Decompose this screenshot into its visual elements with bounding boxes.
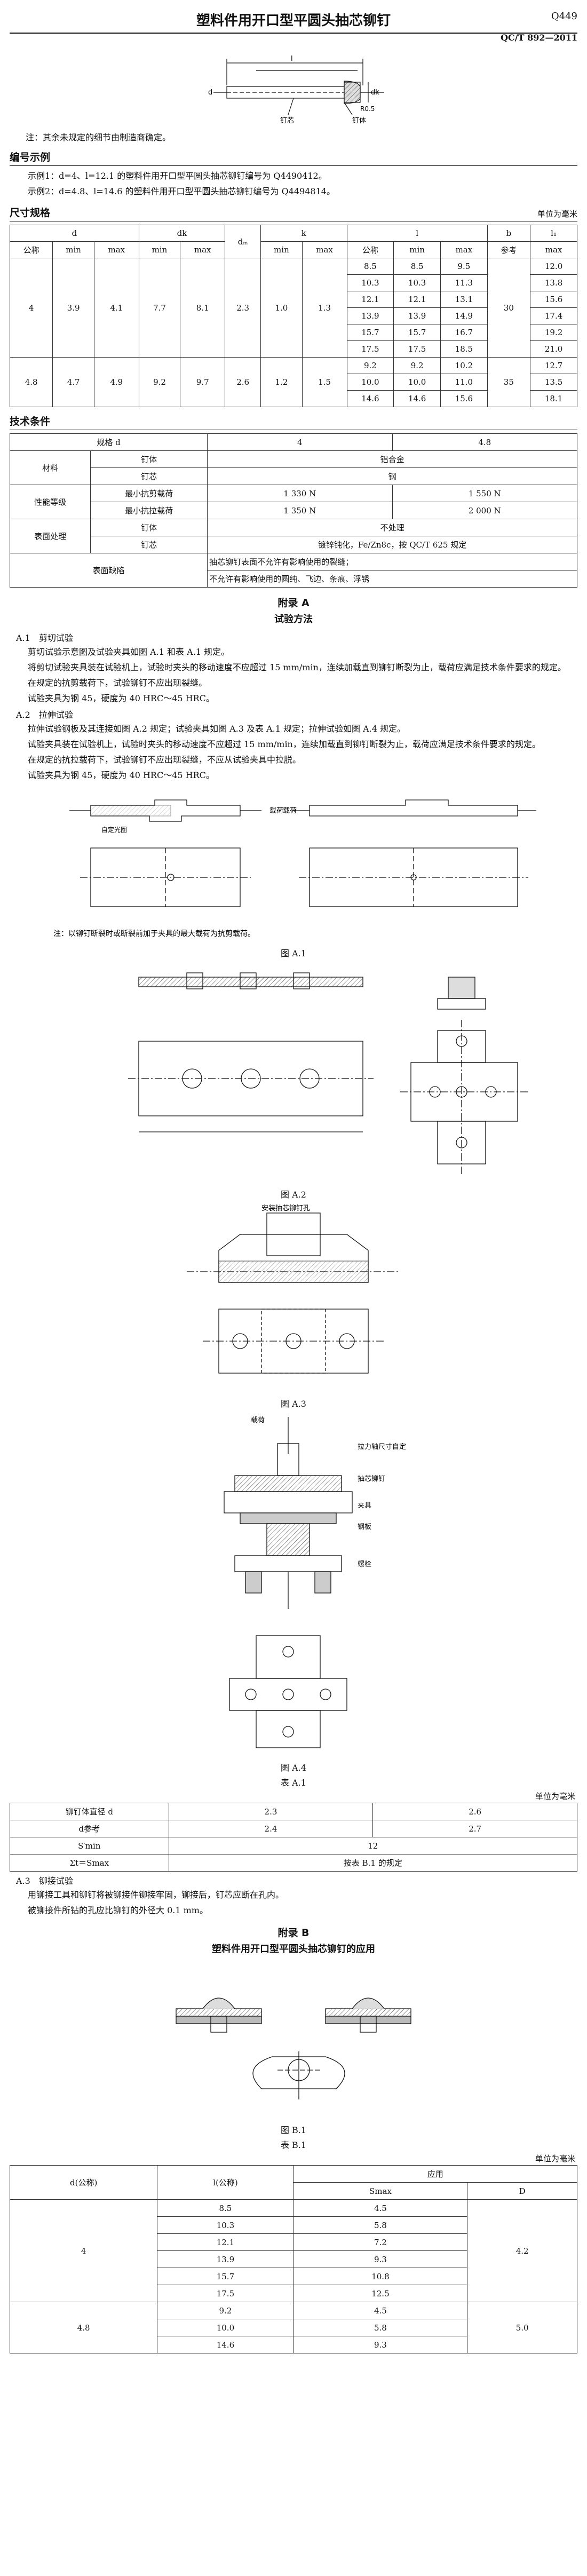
rivet-drawing: l d dk R0.5 钉芯 钉体: [208, 55, 384, 125]
dim-d-label: d: [208, 89, 212, 97]
table-b1-unit: 单位为毫米: [535, 2154, 575, 2163]
dim-l-label: l: [291, 55, 293, 63]
figure-a1-note: 注：以铆钉断裂时或断裂前加于夹具的最大载荷为抗剪载荷。: [53, 929, 255, 938]
load-label-right: 载荷: [283, 807, 297, 815]
numbering-heading: 编号示例: [10, 147, 577, 166]
figure-a4-label-1: 拉力轴尺寸自定: [358, 1443, 406, 1451]
standard-number: QC/T 892—2011: [501, 33, 577, 43]
a3-para-2: 被铆接件所钻的孔应比铆钉的外径大 0.1 mm。: [28, 1905, 208, 1915]
tech-heading: 技术条件: [10, 411, 577, 430]
a2-para-3: 在规定的抗拉载荷下，试验铆钉不应出现裂缝，不应从试验夹具中拉脱。: [28, 755, 302, 765]
mount-hole-label: 安装抽芯铆钉孔: [261, 1204, 310, 1212]
figure-a4-label-3: 夹具: [358, 1502, 371, 1510]
annex-b-title: 附录 B: [277, 1927, 310, 1939]
figure-a3: 安装抽芯铆钉孔: [187, 1204, 400, 1374]
table-a1-caption: 表 A.1: [281, 1778, 306, 1788]
page-code: Q449: [551, 11, 577, 22]
size-heading: 尺寸规格单位为毫米: [10, 203, 577, 221]
fillet-label: 自定光圈: [101, 826, 127, 834]
mandrel-label: 钉芯: [280, 117, 294, 125]
a3-para-1: 用铆接工具和铆钉将被铆接件铆接牢固，铆接后，钉芯应断在孔内。: [28, 1890, 284, 1900]
a1-para-2: 将剪切试验夹具装在试验机上，试验时夹头的移动速度不应超过 15 mm/min，连…: [28, 662, 566, 672]
figure-a2-caption: 图 A.2: [281, 1190, 306, 1200]
annex-a-title: 附录 A: [277, 597, 310, 609]
figure-a3-caption: 图 A.3: [281, 1399, 306, 1409]
document-title: 塑料件用开口型平圆头抽芯铆钉: [196, 13, 391, 29]
section-a1: A.1 剪切试验: [16, 633, 73, 643]
figure-a4-label-5: 螺栓: [358, 1560, 371, 1568]
example-1: 示例1：d=4、l=12.1 的塑料件用开口型平圆头抽芯铆钉编号为 Q44904…: [28, 171, 327, 181]
figure-a1-caption: 图 A.1: [281, 948, 306, 958]
figure-a4-label-2: 抽芯铆钉: [358, 1475, 385, 1483]
table-b1-caption: 表 B.1: [280, 2140, 307, 2150]
rivet-body-label: 钉体: [352, 117, 366, 125]
figure-a4-caption: 图 A.4: [281, 1763, 306, 1773]
page-header: 塑料件用开口型平圆头抽芯铆钉 Q449: [10, 7, 577, 34]
a2-para-2: 试验夹具装在试验机上，试验时夹头的移动速度不应超过 15 mm/min，连续加载…: [28, 739, 541, 749]
figure-b1: [176, 1998, 411, 2099]
figure-b1-caption: 图 B.1: [280, 2125, 307, 2135]
annex-b-subtitle: 塑料件用开口型平圆头抽芯铆钉的应用: [212, 1944, 375, 1955]
general-note: 注：其余未规定的细节由制造商确定。: [26, 132, 171, 142]
dim-r-label: R0.5: [360, 105, 375, 113]
figure-a4-load-label: 载荷: [251, 1416, 265, 1424]
a2-para-4: 试验夹具为钢 45，硬度为 40 HRC～45 HRC。: [28, 770, 215, 780]
a2-para-1: 拉伸试验钢板及其连接如图 A.2 规定；试验夹具如图 A.3 及表 A.1 规定…: [28, 724, 406, 734]
a1-para-4: 试验夹具为钢 45，硬度为 40 HRC～45 HRC。: [28, 693, 215, 703]
table-a1-unit: 单位为毫米: [535, 1792, 575, 1801]
load-label-left: 载荷: [269, 807, 283, 815]
figure-a4: 载荷 拉力轴尺寸自定 抽芯铆钉 夹具 钢板 螺栓: [224, 1416, 406, 1748]
figure-a1: 自定光圈 载荷 载荷 注：以铆钉断裂时或断裂前加于夹具的最大载荷为抗剪载荷。: [53, 799, 536, 938]
dim-dk-label: dk: [371, 89, 379, 97]
section-a2: A.2 拉伸试验: [16, 710, 73, 720]
a1-para-1: 剪切试验示意图及试验夹具如图 A.1 和表 A.1 规定。: [28, 647, 229, 657]
section-a3: A.3 铆接试验: [16, 1876, 73, 1886]
document-page: 塑料件用开口型平圆头抽芯铆钉 Q449 QC/T 892—2011 l d: [9, 7, 578, 2353]
example-2: 示例2：d=4.8、l=14.6 的塑料件用开口型平圆头抽芯铆钉编号为 Q449…: [28, 186, 335, 196]
figure-a2: [128, 972, 528, 1175]
figure-a4-label-4: 钢板: [358, 1523, 371, 1531]
annex-a-subtitle: 试验方法: [274, 614, 313, 625]
a1-para-3: 在规定的抗剪载荷下，试验铆钉不应出现裂缝。: [28, 678, 208, 688]
